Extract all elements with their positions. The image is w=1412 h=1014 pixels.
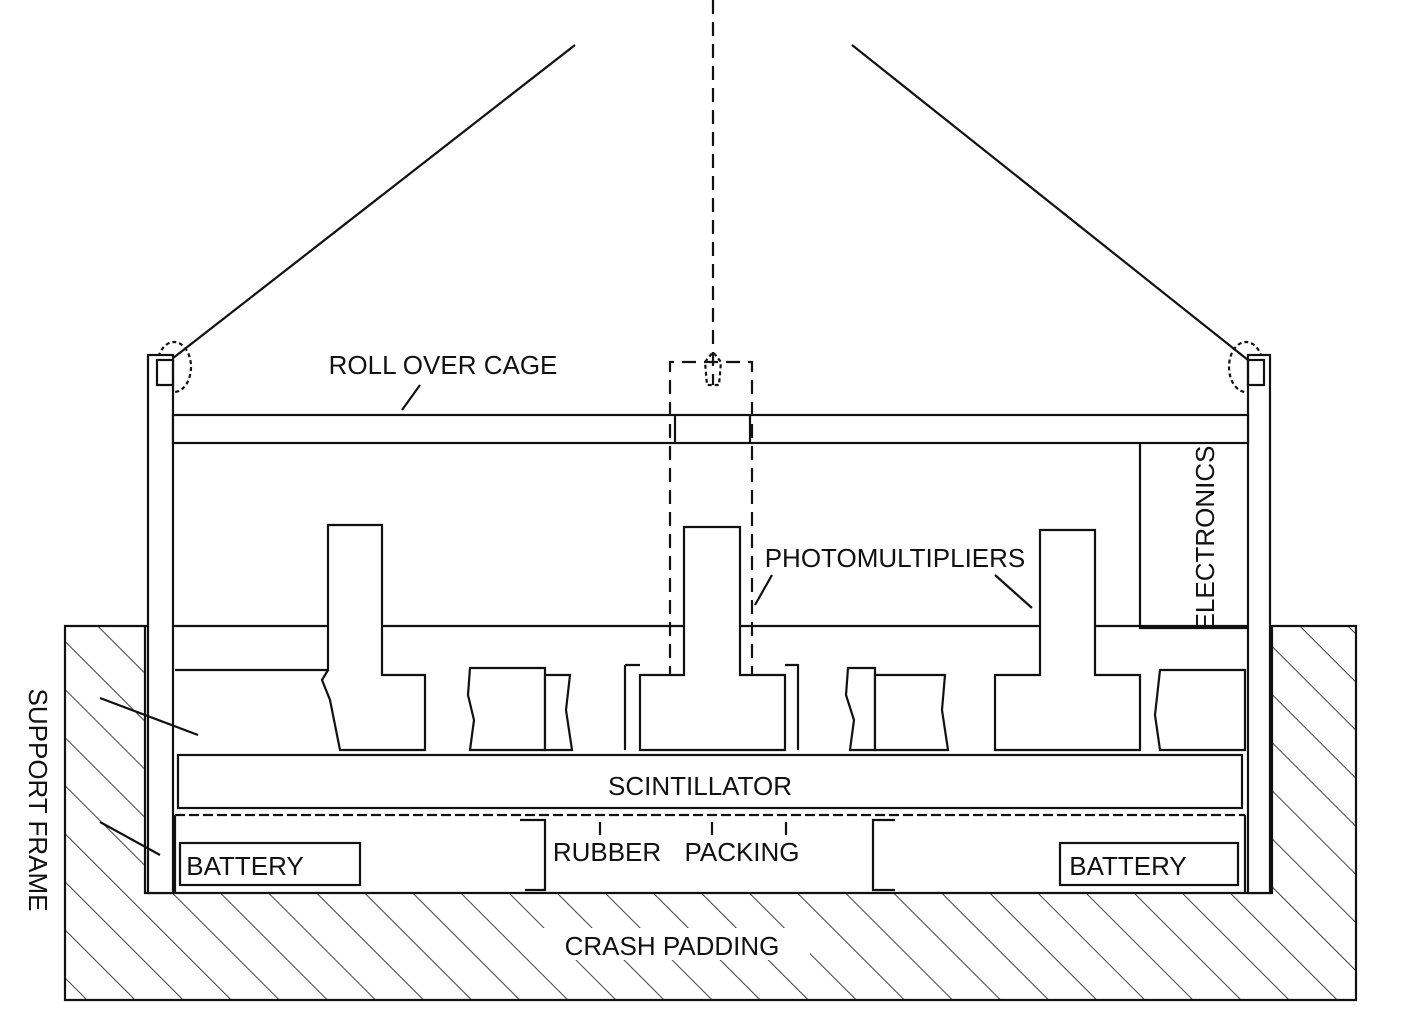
label-support-frame: SUPPORT FRAME (23, 689, 53, 912)
right-support-post (1246, 353, 1272, 895)
center-right-bracket (871, 818, 895, 892)
photomultiplier-center (638, 525, 787, 752)
support-frame-arrow (99, 821, 161, 856)
roll-over-cage-bar (171, 413, 1250, 445)
label-rubber: RUBBER (553, 837, 661, 867)
light-guide-block (1153, 668, 1247, 752)
light-guide-block (844, 666, 877, 752)
label-battery-left: BATTERY (186, 851, 304, 881)
label-electronics: ELECTRONICS (1190, 446, 1220, 631)
lower-compartment (173, 815, 1247, 893)
light-guide-block (543, 673, 574, 752)
label-crash-padding: CRASH PADDING (565, 931, 780, 961)
center-left-bracket (520, 818, 547, 892)
crash-padding (63, 624, 1358, 1002)
crash-padding-label-bg (540, 928, 810, 960)
photomultiplier-left (175, 523, 427, 752)
left-post-cap (155, 358, 175, 387)
label-roll-over-cage: ROLL OVER CAGE (329, 350, 558, 380)
photomultiplier-right (993, 528, 1142, 752)
battery-left (178, 841, 362, 887)
support-frame-arrow (99, 696, 199, 737)
center-bracket (623, 663, 800, 750)
roll-cage-arrow (401, 384, 421, 411)
hook-icon (703, 350, 723, 387)
label-battery-right: BATTERY (1069, 851, 1187, 881)
pm-arrow-right (994, 574, 1033, 609)
right-post-cap (1246, 358, 1266, 387)
electronics-box (1138, 443, 1248, 630)
battery-right (1058, 841, 1240, 887)
scintillator-slab (176, 753, 1244, 810)
left-cable (167, 44, 576, 363)
lift-position-dashed (668, 360, 754, 680)
light-guide-block (873, 673, 950, 752)
pm-arrow-center (754, 574, 773, 606)
label-packing: PACKING (684, 837, 799, 867)
label-photomultipliers: PHOTOMULTIPLIERS (765, 543, 1026, 573)
light-guide-block (466, 666, 547, 752)
label-scintillator: SCINTILLATOR (608, 771, 792, 801)
left-support-post (146, 353, 175, 895)
right-cable (851, 44, 1249, 361)
